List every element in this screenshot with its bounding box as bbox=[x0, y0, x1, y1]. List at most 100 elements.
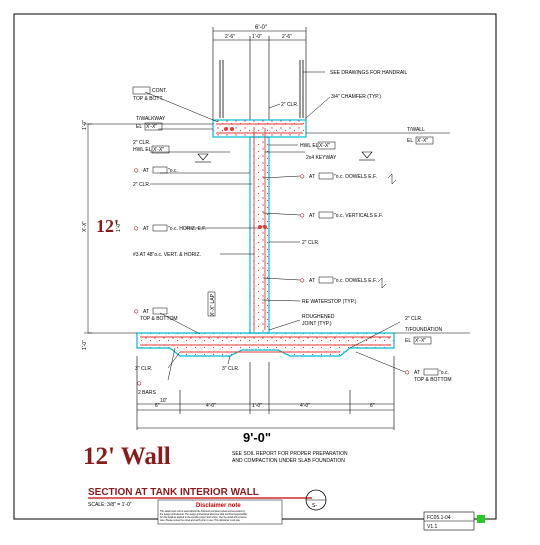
hex-tag-4: ⬡ bbox=[137, 381, 142, 387]
dim-overall-top: 6'-0" bbox=[255, 25, 267, 31]
scale-label: SCALE: 3/8" = 1'-0" bbox=[88, 502, 132, 508]
label-joint: JOINT (TYP.) bbox=[302, 321, 332, 327]
dim-wall-height: X'-X" bbox=[82, 221, 88, 232]
dim-top-right: 2'-6" bbox=[282, 34, 292, 40]
label-see-drawings: SEE DRAWINGS FOR HANDRAIL bbox=[330, 70, 408, 76]
label-at-bottom: AT bbox=[143, 309, 149, 315]
label-waterstop: RE WATERSTOP (TYP.) bbox=[302, 299, 357, 305]
left-leaders bbox=[84, 91, 258, 381]
label-el-wall: EL bbox=[407, 138, 413, 144]
value-hwl-left: X'-X" bbox=[153, 147, 164, 153]
disclaimer-box bbox=[157, 499, 283, 525]
label-3-clr-bottom: 3" CLR. bbox=[222, 366, 239, 372]
status-badge bbox=[477, 515, 485, 523]
label-top-bottom-right: TOP & BOTTOM bbox=[414, 377, 452, 383]
label-hwl-left: HWL EL bbox=[133, 147, 152, 153]
label-t-wall: T/WALL bbox=[407, 127, 425, 133]
label-hwl-right: HWL EL bbox=[300, 143, 319, 149]
hex-tag-1: ⬡ bbox=[134, 168, 139, 174]
bottom-dimensions bbox=[136, 356, 395, 430]
water-level-icon-right bbox=[359, 151, 375, 161]
label-el-foundation: EL bbox=[405, 338, 411, 344]
value-el-wall: X'-X" bbox=[417, 138, 428, 144]
break-mark-2 bbox=[377, 277, 387, 289]
dim-bottom-3: 1'-0" bbox=[252, 403, 262, 409]
label-bar-3: #3 AT 48"o.c. VERT. & HORIZ. bbox=[133, 252, 201, 258]
code-version: V1.1 bbox=[427, 524, 438, 530]
label-cont: CONT. bbox=[152, 88, 167, 94]
label-soil-note-2: AND COMPACTION UNDER SLAB FOUNDATION bbox=[232, 458, 345, 464]
label-top-bottom-left: TOP & BOTTOM bbox=[140, 316, 178, 322]
height-label: 12' bbox=[96, 216, 119, 236]
dim-bottom-2: 4'-0" bbox=[206, 403, 216, 409]
label-horiz-ef: "o.c. HORIZ. E.F. bbox=[168, 226, 206, 232]
dim-top-middle: 1'-0" bbox=[252, 34, 262, 40]
label-keyway: 2x4 KEYWAY bbox=[306, 155, 337, 161]
label-2-clr-mid-left: 2" CLR. bbox=[133, 182, 150, 188]
disclaimer-body-4: care. Please review the notes and verify… bbox=[160, 519, 241, 522]
label-dowels-ef-2: "o.c. DOWELS E.F. bbox=[334, 278, 377, 284]
hex-tag-2: ⬡ bbox=[134, 226, 139, 232]
section-title: SECTION AT TANK INTERIOR WALL bbox=[88, 487, 259, 498]
label-2-bars: 2 BARS bbox=[138, 390, 156, 396]
hex-tag-3: ⬡ bbox=[134, 309, 139, 315]
dim-walkway-height: 1'-0" bbox=[82, 120, 88, 130]
label-at-horiz: AT bbox=[143, 226, 149, 232]
disclaimer-body-1: This detail must not be used without the… bbox=[160, 510, 246, 513]
hex-tag-6: ⬡ bbox=[300, 213, 305, 219]
break-mark-1 bbox=[387, 173, 397, 185]
wall-title: 12' Wall bbox=[83, 443, 171, 470]
dim-top-left: 2'-6" bbox=[225, 34, 235, 40]
label-lap: X'-X" LAP bbox=[210, 293, 216, 316]
disclaimer-body-2: the design professional. The design prof… bbox=[160, 513, 248, 516]
rebar bbox=[140, 123, 391, 353]
hex-tag-7: ⬡ bbox=[300, 278, 305, 284]
handrail bbox=[219, 60, 304, 118]
label-2-clr-mid-right: 2" CLR. bbox=[302, 240, 319, 246]
label-top-bott: TOP & BOTT. bbox=[133, 96, 163, 102]
disclaimer-heading: Disclaimer note bbox=[196, 503, 241, 509]
label-t-walkway: T/WALKWAY bbox=[136, 116, 166, 122]
code-id: FC05.1-04 bbox=[427, 515, 451, 521]
dim-bottom-4: 4'-0" bbox=[300, 403, 310, 409]
top-dimensions bbox=[212, 27, 307, 120]
value-el-foundation: X'-X" bbox=[415, 338, 426, 344]
disclaimer-body-3: for this detail as applied to the specif… bbox=[160, 516, 247, 519]
label-chamfer: 3/4" CHAMFER (TYP.) bbox=[331, 94, 381, 100]
value-hwl-right: X'-X" bbox=[319, 143, 330, 149]
label-at-dowels: AT bbox=[309, 174, 315, 180]
value-el-walkway: X'-X" bbox=[146, 124, 157, 130]
label-10: 10" bbox=[160, 398, 168, 404]
label-verticals-ef: "o.c. VERTICALS E.F. bbox=[334, 213, 383, 219]
label-at-dowels-2: AT bbox=[309, 278, 315, 284]
dim-vert-left: 1'-0" bbox=[116, 222, 122, 232]
hex-tag-8: ⬡ bbox=[405, 370, 410, 376]
wall-stem bbox=[249, 136, 270, 334]
label-at-verticals: AT bbox=[309, 213, 315, 219]
rebar-dots bbox=[224, 127, 267, 229]
foundation-slab bbox=[136, 332, 395, 357]
label-roughened: ROUGHENED bbox=[302, 314, 335, 320]
label-dowels-ef: "o.c. DOWELS E.F. bbox=[334, 174, 377, 180]
label-oc-1: "o.c. bbox=[168, 168, 178, 174]
dim-bottom-1: 6" bbox=[155, 403, 160, 409]
label-2-clr-top: 2" CLR. bbox=[281, 102, 298, 108]
label-at-1: AT bbox=[143, 168, 149, 174]
label-3-clr-left: 3" CLR. bbox=[135, 366, 152, 372]
label-soil-note: SEE SOIL REPORT FOR PROPER PREPARATION bbox=[232, 451, 348, 457]
hex-tag-5: ⬡ bbox=[300, 174, 305, 180]
dim-slab-height: 1'-0" bbox=[82, 340, 88, 350]
dim-bottom-5: 6" bbox=[370, 403, 375, 409]
label-at-bottom-right: AT bbox=[414, 370, 420, 376]
label-t-foundation: T/FOUNDATION bbox=[405, 327, 443, 333]
label-2-clr-left: 2" CLR. bbox=[133, 140, 150, 146]
label-el-walkway: EL bbox=[136, 124, 142, 130]
right-leaders bbox=[227, 71, 470, 373]
water-level-icon bbox=[195, 153, 211, 163]
section-bubble-ref: S- bbox=[312, 503, 317, 509]
dim-overall-bottom: 9'-0" bbox=[243, 430, 271, 445]
label-2-clr-foundation: 2" CLR. bbox=[405, 316, 422, 322]
label-oc-right: "o.c. bbox=[439, 370, 449, 376]
